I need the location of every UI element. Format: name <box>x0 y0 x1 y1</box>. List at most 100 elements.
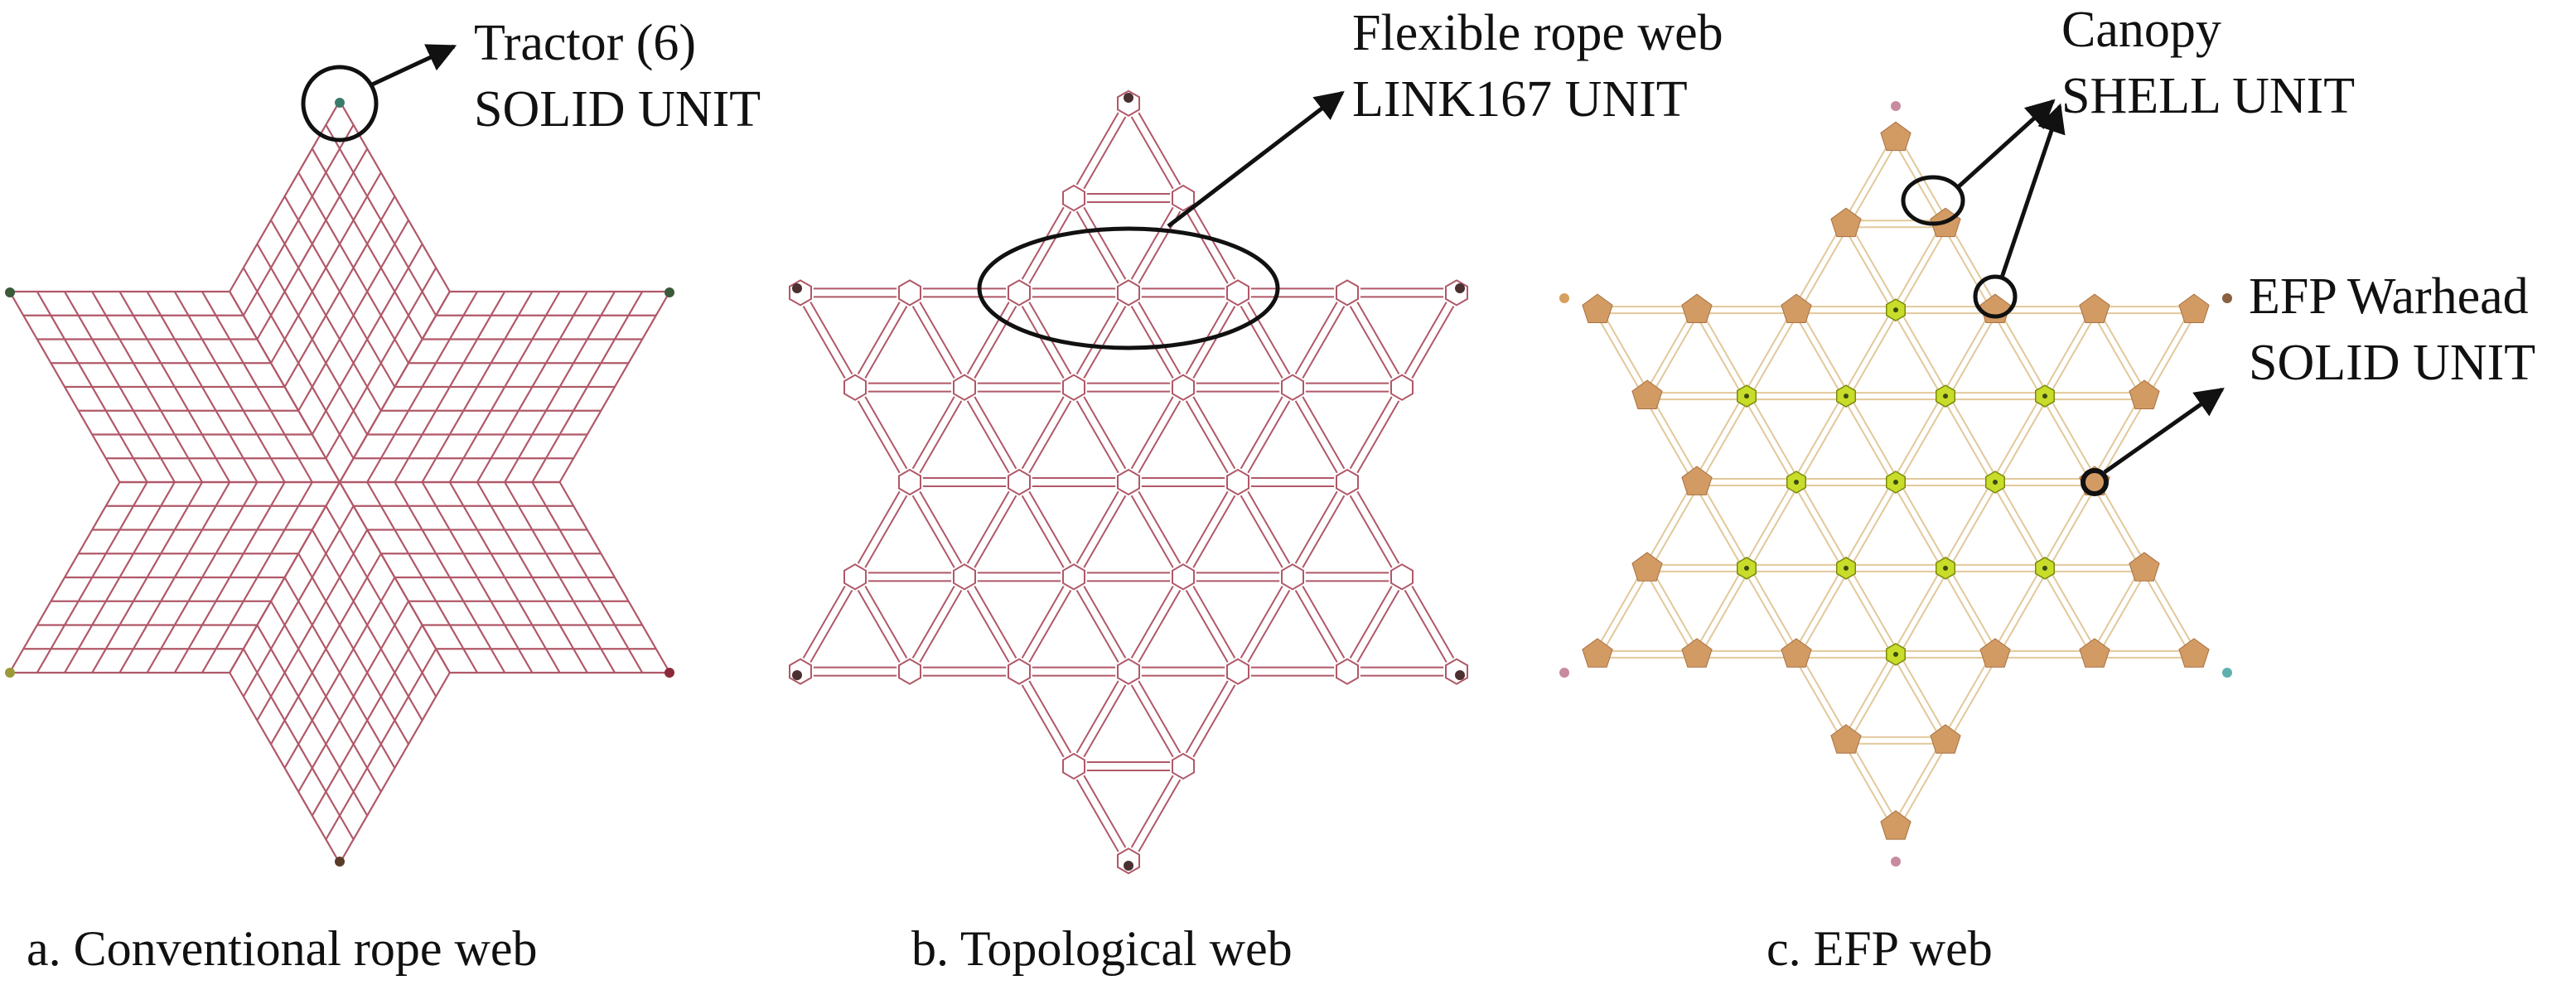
tractor-node <box>792 670 802 680</box>
rope-line <box>1083 396 1127 470</box>
rope-line <box>1247 400 1291 474</box>
junction-node <box>1226 658 1249 685</box>
rope-line <box>1130 306 1174 379</box>
rope-line <box>2090 483 2143 571</box>
rope-line <box>966 302 1010 374</box>
rope-line <box>1941 307 1994 395</box>
rope-line <box>1247 302 1291 374</box>
rope-line <box>857 590 901 663</box>
caption-c: c. EFP web <box>1766 921 1993 976</box>
mesh-line <box>256 624 369 817</box>
rope-line <box>1997 307 2049 395</box>
junction-node <box>898 279 921 307</box>
rope-line <box>911 495 955 568</box>
warhead-center <box>1943 394 1948 399</box>
junction-node <box>1445 658 1468 685</box>
rope-line <box>1798 480 1850 567</box>
tractor-nodes <box>5 98 674 867</box>
rope-line <box>1302 495 1346 568</box>
canopy-label-line2: SHELL UNIT <box>2061 68 2355 124</box>
junction-node <box>1281 374 1304 401</box>
rope-line <box>1130 206 1174 280</box>
mesh-line <box>311 624 423 817</box>
junction-node <box>1062 184 1085 212</box>
rope-web-label-line2: LINK167 UNIT <box>1352 71 1688 128</box>
rope-line <box>2096 307 2148 395</box>
rope-line <box>1083 306 1127 379</box>
warhead-center <box>1893 307 1898 313</box>
rope-line <box>1892 738 1944 826</box>
rope-line <box>1842 652 1894 740</box>
tractor-node <box>1559 293 1569 303</box>
mesh-line <box>8 481 121 674</box>
rope-line <box>2041 397 2093 485</box>
warhead-center <box>1744 565 1749 571</box>
rope-line <box>1748 311 1800 398</box>
rope-line <box>1941 652 1994 740</box>
rope-line <box>1075 210 1119 284</box>
rope-line <box>1742 397 1795 485</box>
rope-line <box>1792 221 1844 309</box>
mesh-line <box>325 124 437 316</box>
rope-line <box>1798 307 1850 395</box>
tractor-arrow <box>369 44 457 88</box>
canopy <box>1582 293 1613 324</box>
canopy-elements <box>1582 121 2210 840</box>
rope-line <box>1294 400 1338 474</box>
junction-node <box>1172 374 1195 401</box>
canopy <box>2178 293 2210 324</box>
rope-line <box>1947 655 1999 743</box>
rope-line <box>1848 655 1900 743</box>
canopy <box>1781 638 1812 668</box>
rope-line <box>1028 490 1072 564</box>
mesh-line <box>297 601 409 793</box>
rope-line <box>1028 400 1072 474</box>
canopy-node-highlight-circle <box>1973 274 2018 319</box>
rope-line <box>1693 566 1745 654</box>
rope-line <box>1748 394 1800 481</box>
canopy <box>2129 552 2160 582</box>
rope-line <box>2041 480 2093 567</box>
junction-node <box>1008 658 1031 685</box>
rope-line <box>1941 397 1994 485</box>
rope-line <box>1897 307 1950 395</box>
rope-line <box>2047 566 2099 654</box>
tractor-node <box>792 283 802 293</box>
rope-line <box>1138 400 1182 474</box>
topological-web-mesh <box>789 89 1468 875</box>
rope-line <box>1649 394 1701 481</box>
rope-web-label-line1: Flexible rope web <box>1352 5 1723 61</box>
warhead-center <box>2042 394 2047 399</box>
rope-line <box>974 396 1017 470</box>
rope-line <box>1842 135 1894 223</box>
efp-web-nodes <box>1559 101 2232 867</box>
rope-line <box>1083 684 1127 758</box>
caption-b: b. Topological web <box>911 921 1293 976</box>
rope-line <box>1192 206 1236 280</box>
rope-line <box>1643 307 1695 395</box>
rope-line <box>2146 566 2198 654</box>
mesh-line <box>531 481 644 674</box>
mesh-line <box>504 481 616 674</box>
tractor-node <box>2222 668 2232 678</box>
rope-line <box>919 400 963 474</box>
junction-node <box>1390 374 1414 401</box>
panel-a: Tractor (6) SOLID UNIT a. Conventional r… <box>5 15 761 976</box>
rope-line <box>1897 397 1950 485</box>
rope-line <box>1991 394 2043 481</box>
rope-line <box>1842 741 1894 829</box>
rope-line <box>974 306 1017 379</box>
mesh-line <box>558 481 671 674</box>
rope-line <box>2140 569 2192 657</box>
rope-line <box>1240 495 1283 568</box>
rope-line <box>2047 483 2099 571</box>
rope-line <box>1192 396 1236 470</box>
rope-line <box>1593 566 1646 654</box>
rope-line <box>1892 655 1944 743</box>
tractor-label-line1: Tractor (6) <box>474 15 696 71</box>
rope-line <box>1897 741 1950 829</box>
mesh-line <box>118 481 231 674</box>
rope-line <box>2041 307 2093 395</box>
rope-line <box>1699 397 1751 485</box>
